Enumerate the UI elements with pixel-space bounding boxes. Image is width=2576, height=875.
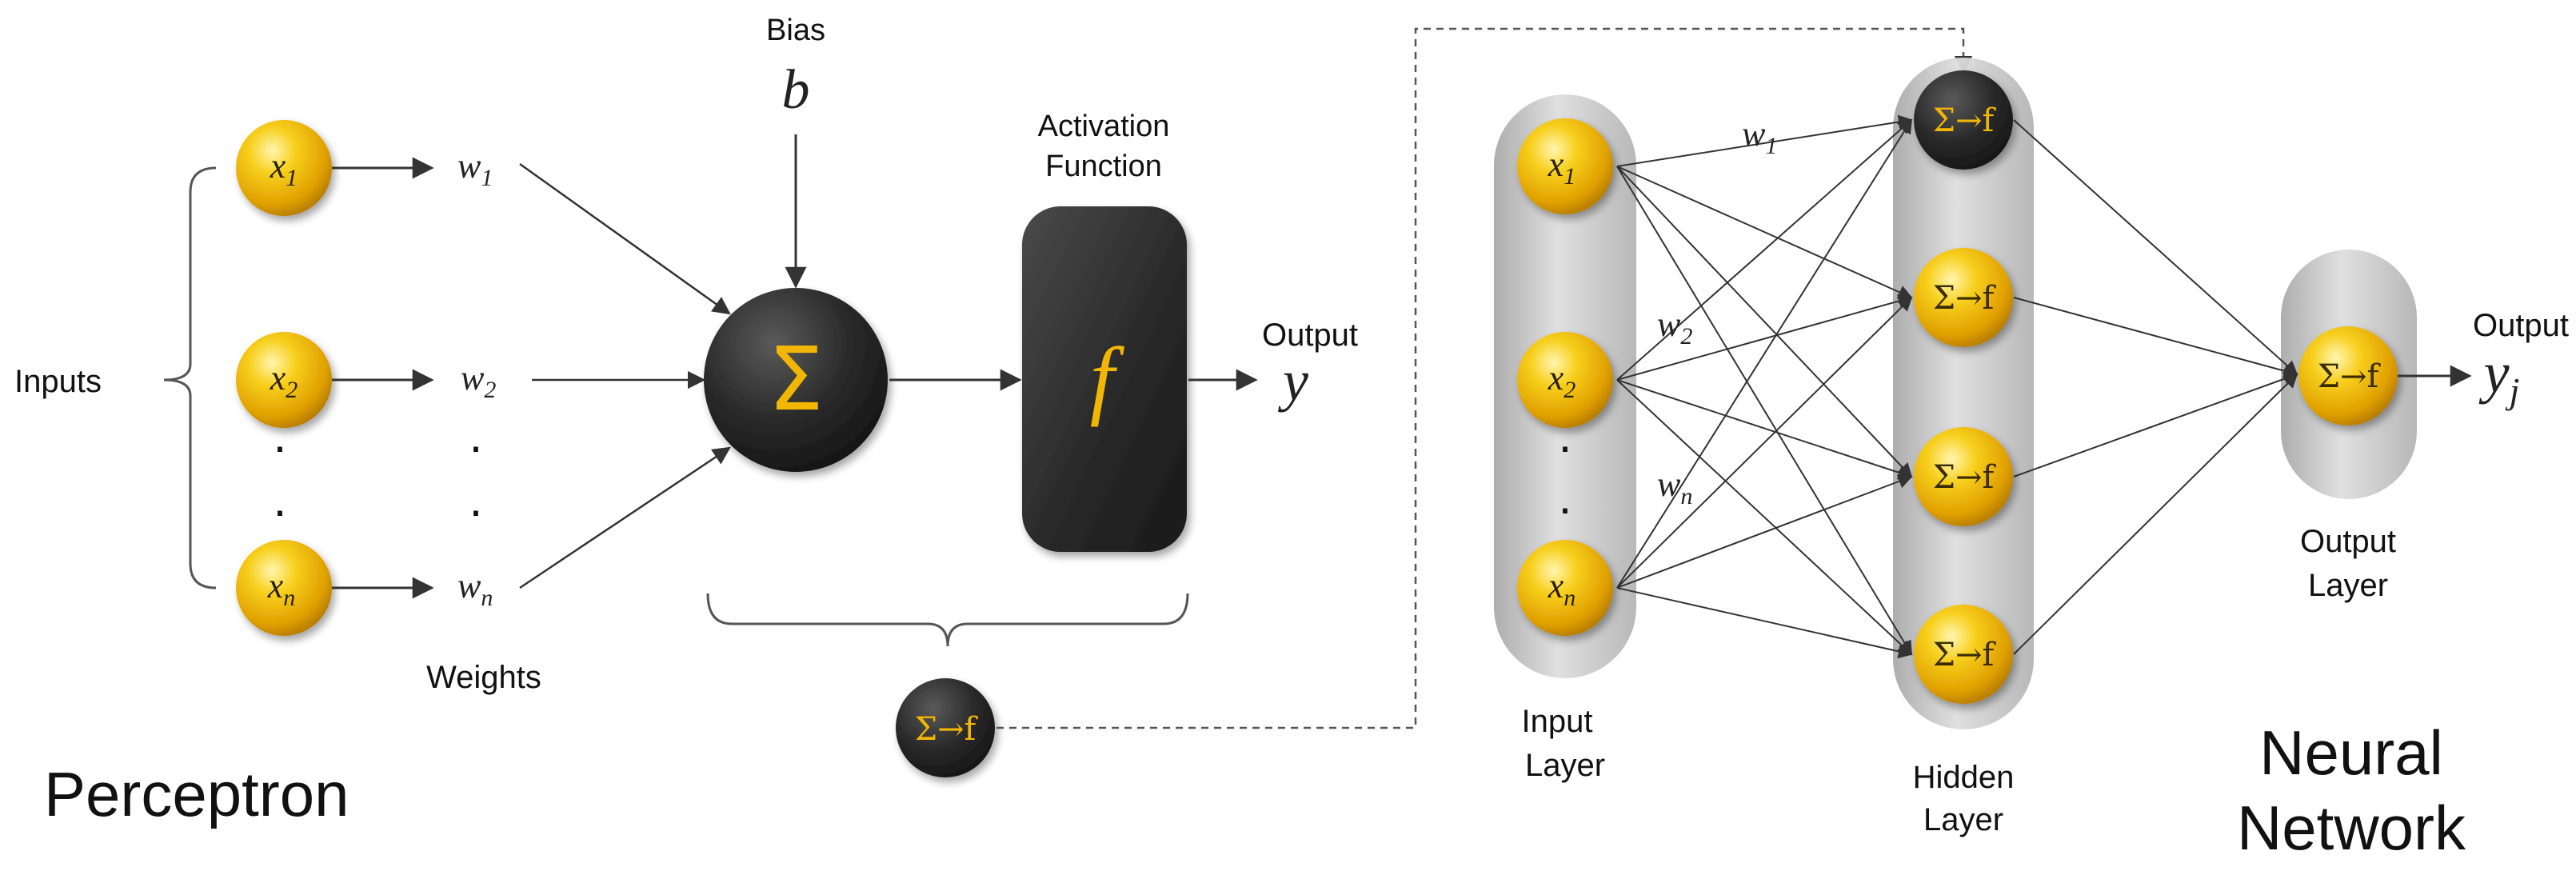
perceptron-input-ellipsis-2: · xyxy=(272,483,288,537)
perceptron-weight-w2: w2 xyxy=(461,358,496,403)
dashed-connector xyxy=(996,27,1973,729)
perceptron-input-ellipsis-1: · xyxy=(272,419,288,473)
output-layer-label-2: Layer xyxy=(2308,568,2388,603)
perceptron-weight-ellipsis-1: · xyxy=(468,419,484,473)
input-hidden-edges xyxy=(1616,114,1913,659)
hidden-node-1-label: Σ→f xyxy=(1933,102,1997,139)
perceptron-output-label: Output xyxy=(1262,318,1358,353)
nn-input-x1-label: x1 xyxy=(1548,145,1576,190)
hidden-layer-label-2: Layer xyxy=(1923,802,2003,837)
perceptron-input-x2 xyxy=(236,332,332,428)
input-layer-label-1: Input xyxy=(1522,704,1593,739)
inputs-label: Inputs xyxy=(14,364,102,399)
perceptron-input-x1 xyxy=(236,120,332,216)
perceptron-input-x1-label: x1 xyxy=(270,146,298,191)
nn-weight-wn: wn xyxy=(1657,465,1692,509)
output-node-label: Σ→f xyxy=(2318,358,2382,395)
nn-input-x2 xyxy=(1517,332,1613,428)
nn-output-symbol: yj xyxy=(2478,341,2520,411)
hidden-layer-band xyxy=(1893,58,2034,729)
perceptron-input-xn xyxy=(236,540,332,636)
bias-label: Bias xyxy=(766,14,825,47)
perceptron-section: Inputs x1 x2 · · xn w1 w2 · · wn Weights xyxy=(14,14,1973,829)
perceptron-output-symbol: y xyxy=(1277,349,1308,413)
weights-label: Weights xyxy=(426,660,541,695)
sum-symbol: Σ xyxy=(768,328,824,430)
nn-input-ellipsis-2: · xyxy=(1557,481,1573,534)
neuron-brace xyxy=(706,593,1189,647)
nn-input-x2-label: x2 xyxy=(1548,358,1576,403)
hidden-output-edges xyxy=(2013,119,2298,655)
nn-input-xn-label: xn xyxy=(1548,566,1576,611)
hidden-layer-label-1: Hidden xyxy=(1913,760,2015,795)
network-title-1: Neural xyxy=(2259,717,2443,788)
perceptron-title: Perceptron xyxy=(44,759,349,829)
network-title-2: Network xyxy=(2237,793,2466,863)
hidden-node-4 xyxy=(1914,605,2013,704)
hidden-node-2-label: Σ→f xyxy=(1933,280,1997,317)
output-layer-label-1: Output xyxy=(2300,524,2396,559)
hidden-node-4-label: Σ→f xyxy=(1933,637,1997,673)
input-layer-label-2: Layer xyxy=(1525,748,1605,783)
activation-label-1: Activation xyxy=(1038,110,1170,143)
activation-function-box xyxy=(1022,206,1187,552)
perceptron-input-x2-label: x2 xyxy=(270,358,298,403)
nn-weight-w1: w1 xyxy=(1742,114,1777,159)
perceptron-input-xn-label: xn xyxy=(267,566,296,611)
output-node xyxy=(2298,326,2398,426)
edge-w1-sum xyxy=(519,162,731,315)
perceptron-weight-ellipsis-2: · xyxy=(468,483,484,537)
hidden-node-1 xyxy=(1914,70,2013,170)
nn-input-ellipsis-1: · xyxy=(1557,419,1573,473)
nn-weight-w2: w2 xyxy=(1657,305,1692,350)
hidden-node-2 xyxy=(1914,248,2013,347)
summary-neuron-node xyxy=(896,678,995,777)
nn-input-x1 xyxy=(1517,118,1613,214)
activation-label-2: Function xyxy=(1045,150,1162,183)
perceptron-weight-w1: w1 xyxy=(457,146,493,191)
nn-output-label: Output xyxy=(2473,308,2569,343)
inputs-brace xyxy=(163,166,217,589)
sum-node xyxy=(704,288,888,472)
edge-wn-sum xyxy=(519,446,731,589)
hidden-node-3 xyxy=(1914,427,2013,526)
neural-network-section: x1 x2 · · xn w1 w2 wn Σ→f Σ→f Σ→f Σ→ xyxy=(1494,58,2569,863)
summary-neuron-label: Σ→f xyxy=(915,711,979,748)
bias-symbol: b xyxy=(782,59,810,121)
nn-input-xn xyxy=(1517,540,1613,636)
hidden-node-3-label: Σ→f xyxy=(1933,459,1997,496)
perceptron-weight-wn: wn xyxy=(457,566,493,611)
